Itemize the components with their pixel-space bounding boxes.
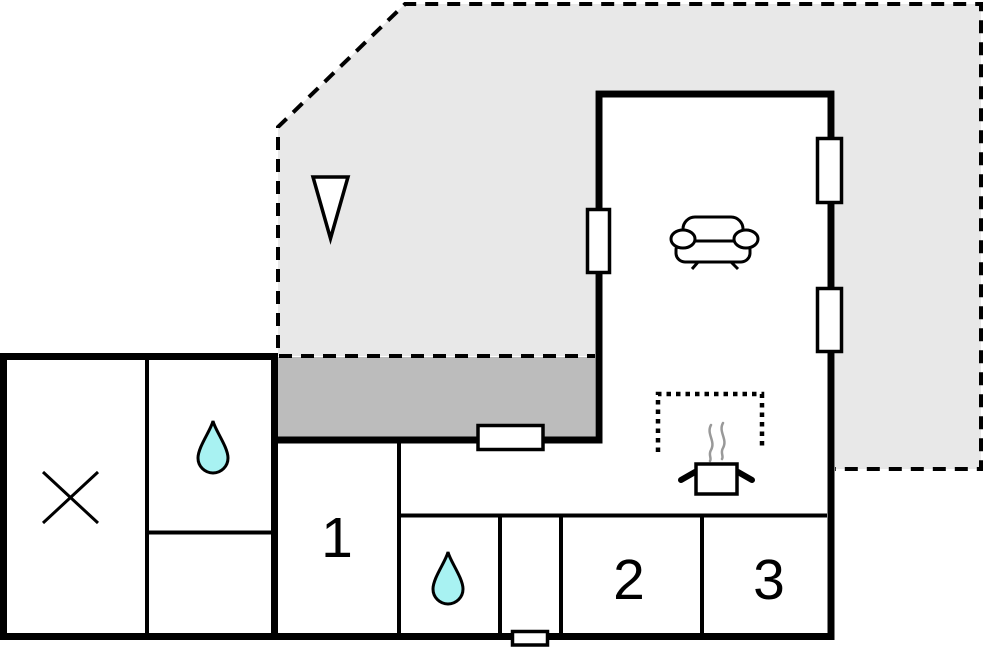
room-label-3: 3 bbox=[753, 548, 785, 612]
water-drop-icon bbox=[431, 551, 465, 606]
door-opening bbox=[510, 629, 550, 647]
window-marker bbox=[815, 136, 844, 205]
stove-hood-dashed-outline bbox=[655, 391, 765, 452]
window-marker bbox=[476, 423, 545, 452]
carport-cross-icon bbox=[41, 470, 100, 525]
sofa-icon bbox=[669, 215, 760, 271]
terrace-dashed-boundary bbox=[276, 1, 983, 471]
interior-walls bbox=[145, 360, 827, 633]
window-marker bbox=[815, 286, 844, 354]
room-label-1: 1 bbox=[321, 506, 353, 570]
room-label-2: 2 bbox=[613, 548, 645, 612]
window-marker bbox=[585, 207, 612, 275]
cooking-pot-icon bbox=[678, 462, 755, 496]
living-room-floor bbox=[595, 90, 835, 443]
windows bbox=[476, 136, 844, 647]
annex-building bbox=[0, 353, 278, 640]
north-arrow-icon bbox=[310, 175, 351, 245]
water-drop-icon bbox=[196, 420, 230, 475]
steam-icon bbox=[708, 421, 726, 463]
covered-terrace-area bbox=[278, 357, 601, 437]
